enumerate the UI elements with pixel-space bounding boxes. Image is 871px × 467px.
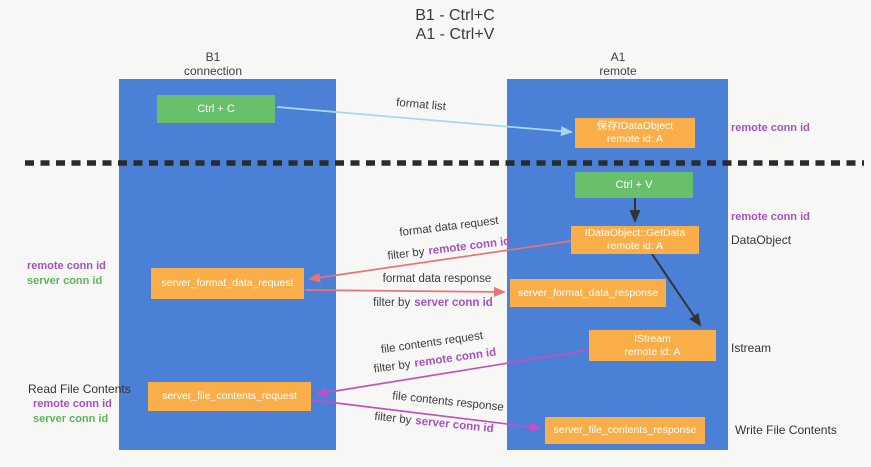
node-file-response-label: server_file_contents_response — [553, 424, 697, 436]
title-line-1: B1 - Ctrl+C — [415, 7, 495, 24]
lane-header-a1: A1 remote — [548, 50, 688, 78]
filter-by-prefix: filter by — [373, 297, 411, 309]
node-save-idataobject-line2: remote id: A — [606, 133, 664, 145]
lane-b1-name: B1 — [205, 50, 221, 64]
node-format-request-label: server_format_data_request — [161, 277, 294, 289]
node-getdata-line1: IDataObject::GetData — [584, 227, 686, 239]
node-ctrl-c-label: Ctrl + C — [197, 102, 235, 115]
arrow-file-contents-request — [315, 349, 590, 398]
node-server-file-contents-response: server_file_contents_response — [545, 417, 705, 444]
arrow-format-list — [276, 106, 573, 137]
node-server-file-contents-request: server_file_contents_request — [148, 382, 311, 411]
arrow-format-data-request — [308, 240, 572, 283]
node-server-format-data-response: server_format_data_response — [510, 279, 666, 307]
label-dataobject: DataObject — [731, 233, 792, 247]
label-server-conn-id-left-2: server conn id — [33, 413, 109, 425]
node-istream: IStream remote id: A — [589, 330, 716, 361]
label-write-file-contents: Write File Contents — [735, 423, 837, 437]
label-remote-conn-id-right-top: remote conn id — [731, 122, 810, 134]
node-ctrl-v: Ctrl + V — [575, 172, 693, 198]
label-remote-conn-id-right-mid: remote conn id — [731, 211, 810, 223]
label-read-file-contents: Read File Contents — [28, 382, 131, 396]
label-istream: Istream — [731, 341, 772, 355]
node-ctrl-c: Ctrl + C — [157, 95, 275, 123]
node-istream-line1: IStream — [634, 332, 671, 345]
label-remote-conn-id-left-1: remote conn id — [27, 260, 106, 272]
node-istream-line2: remote id: A — [624, 345, 681, 358]
lane-header-b1: B1 connection — [143, 50, 283, 78]
lane-a1-subtitle: remote — [599, 64, 637, 78]
node-ctrl-v-label: Ctrl + V — [615, 178, 653, 191]
diagram-title: B1 - Ctrl+C A1 - Ctrl+V — [355, 6, 555, 44]
node-format-response-label: server_format_data_response — [517, 286, 659, 299]
node-save-idataobject: 保存IDataObject remote id: A — [575, 118, 695, 148]
node-server-format-data-request: server_format_data_request — [151, 268, 304, 299]
filter-key-server-conn-id: server conn id — [414, 297, 493, 309]
node-getdata-line2: remote id: A — [606, 240, 664, 252]
node-save-idataobject-line1: 保存IDataObject — [596, 120, 674, 132]
lane-b1-subtitle: connection — [183, 64, 243, 78]
label-remote-conn-id-left-2: remote conn id — [33, 398, 112, 410]
title-line-2: A1 - Ctrl+V — [415, 26, 495, 43]
label-server-conn-id-left-1: server conn id — [27, 275, 103, 287]
arrow-file-contents-response — [311, 399, 542, 432]
arrow-getdata-to-istream — [651, 253, 702, 327]
lane-a1-name: A1 — [610, 50, 626, 64]
edge-label-format-data-response: format data response — [382, 273, 492, 285]
node-file-request-label: server_file_contents_request — [162, 390, 297, 402]
arrow-format-data-response — [304, 286, 506, 297]
node-idataobject-getdata: IDataObject::GetData remote id: A — [571, 226, 699, 254]
